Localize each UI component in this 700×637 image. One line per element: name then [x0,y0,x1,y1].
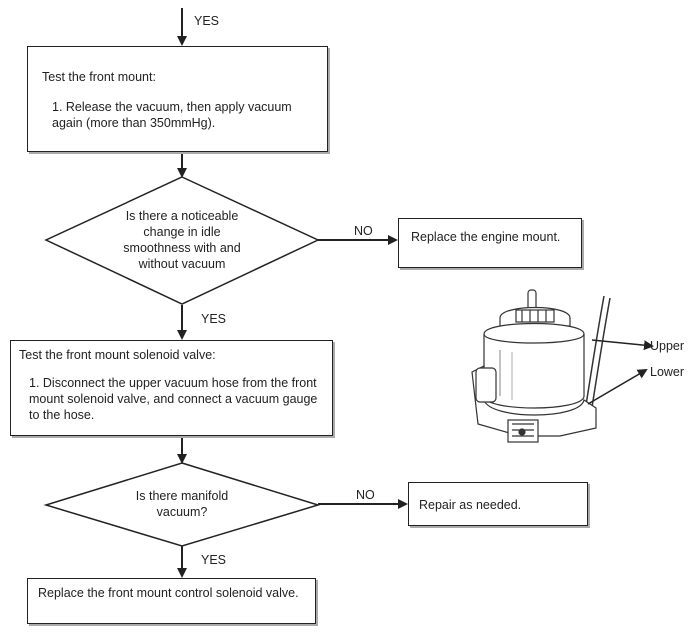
decision2-line-1: Is there manifold [135,489,229,503]
decision1-line-1: Is there a noticeable [125,209,239,223]
test-solenoid-valve-box: Test the front mount solenoid valve: 1. … [10,340,333,436]
decision2-yes-label: YES [201,553,227,567]
upper-hose-label: Upper [650,339,685,353]
test-front-mount-title: Test the front mount: [42,70,156,84]
repair-as-needed-box: Repair as needed. [408,482,588,526]
decision1-line-4: without vacuum [138,257,226,271]
decision2-text: Is there manifold vacuum? [102,488,262,520]
decision-diamond-1 [44,176,320,305]
replace-engine-mount-text: Replace the engine mount. [411,230,561,244]
replace-engine-mount-box: Replace the engine mount. [398,218,582,268]
test-solenoid-valve-step: 1. Disconnect the upper vacuum hose from… [29,376,318,422]
yes-label-top: YES [194,14,220,28]
decision-diamond-2 [43,462,321,547]
lower-hose-label: Lower [650,365,685,379]
engine-mount-illustration [471,289,611,443]
replace-solenoid-valve-box: Replace the front mount control solenoid… [27,578,316,624]
decision2-line-2: vacuum? [156,505,208,519]
decision1-line-3: smoothness with and [123,241,241,255]
replace-solenoid-valve-text: Replace the front mount control solenoid… [38,586,299,600]
decision1-line-2: change in idle [143,225,221,239]
decision1-no-label: NO [354,224,373,238]
test-solenoid-valve-title: Test the front mount solenoid valve: [19,348,216,362]
decision1-yes-label: YES [201,312,227,326]
test-front-mount-step: 1. Release the vacuum, then apply vacuum… [52,100,292,130]
upper-pointer-line [591,339,654,351]
test-front-mount-box: Test the front mount: 1. Release the vac… [27,46,328,152]
decision1-text: Is there a noticeable change in idle smo… [92,208,272,272]
decision2-no-label: NO [356,488,375,502]
lower-pointer-line [587,368,648,405]
repair-as-needed-text: Repair as needed. [419,498,522,512]
